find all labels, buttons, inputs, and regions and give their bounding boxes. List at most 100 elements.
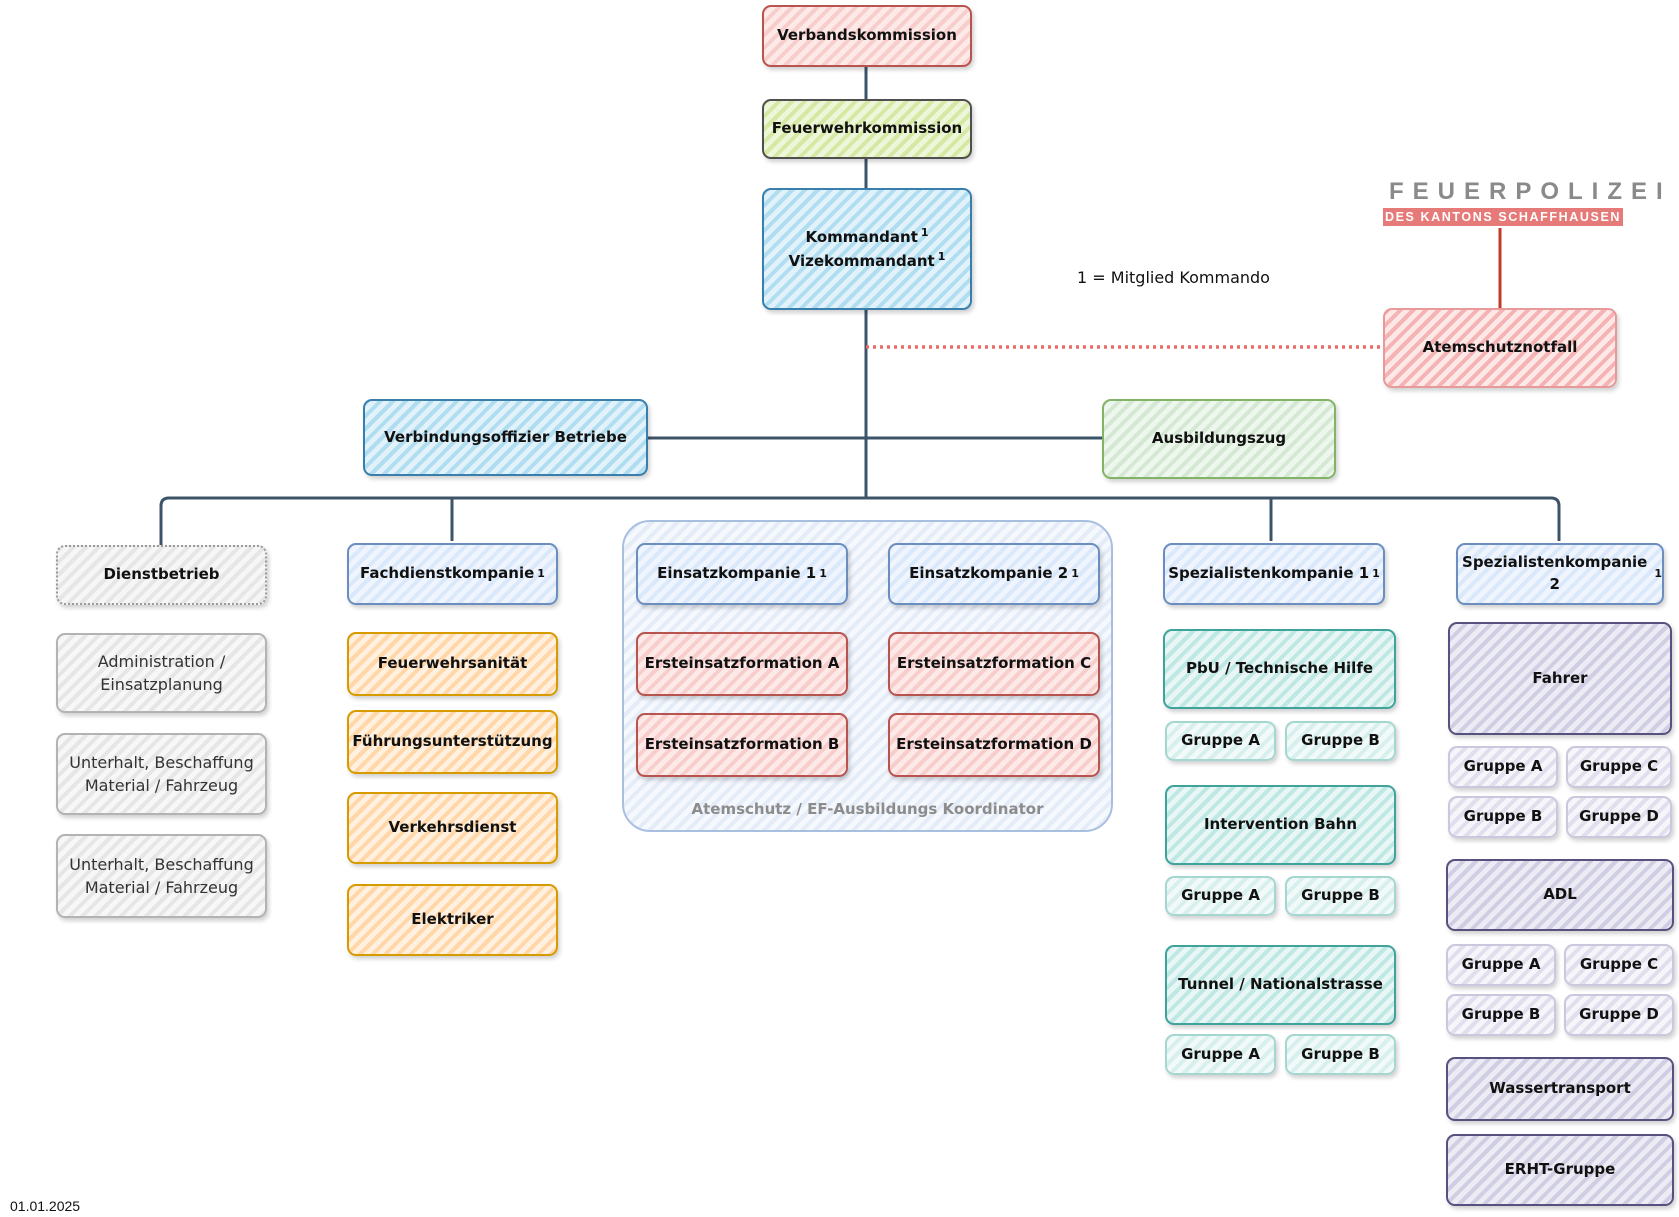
group-label: Gruppe B [1463, 807, 1543, 826]
group-label: Gruppe B [1301, 731, 1380, 750]
group-label: Gruppe A [1461, 955, 1541, 974]
spezialistenkompanie-2-box[interactable]: Spezialistenkompanie 2 1 [1456, 543, 1664, 605]
erht-gruppe-box[interactable]: ERHT-Gruppe [1446, 1134, 1674, 1206]
logo-sub-text: DES KANTONS SCHAFFHAUSEN [1383, 208, 1623, 226]
spezialistenkompanie-2-label: Spezialistenkompanie 2 [1462, 553, 1648, 593]
fachdienstkompanie-sup: 1 [537, 567, 545, 581]
formation-label: Ersteinsatzformation C [896, 654, 1092, 673]
unit-label: Führungsunterstützung [352, 732, 553, 751]
einsatzkompanie-2-label: Einsatzkompanie 2 [909, 564, 1069, 583]
logo-main-text: FEUERPOLIZEI [1389, 178, 1672, 205]
item-line2: Material / Fahrzeug [84, 878, 239, 897]
atemschutznotfall-label: Atemschutznotfall [1422, 338, 1578, 357]
spez1-unit[interactable]: Tunnel / Nationalstrasse [1165, 945, 1396, 1025]
group-box[interactable]: Gruppe A [1446, 944, 1556, 986]
adl-label: ADL [1543, 885, 1577, 904]
wassertransport-label: Wassertransport [1489, 1079, 1631, 1098]
spezialistenkompanie-2-sup: 1 [1654, 567, 1662, 581]
legend-note: 1 = Mitglied Kommando [1077, 268, 1270, 287]
group-label: Gruppe A [1181, 1044, 1260, 1063]
group-box[interactable]: Gruppe B [1448, 796, 1558, 838]
group-box[interactable]: Gruppe B [1285, 876, 1396, 916]
unit-label: Intervention Bahn [1203, 815, 1358, 834]
dienstbetrieb-item[interactable]: Unterhalt, Beschaffung Material / Fahrze… [56, 733, 267, 815]
feuerwehrkommission-box[interactable]: Feuerwehrkommission [762, 99, 972, 159]
item-line2: Einsatzplanung [100, 675, 223, 694]
kommandant-sup: 1 [920, 226, 929, 240]
item-line1: Unterhalt, Beschaffung [69, 752, 254, 772]
kommandant-label: Kommandant [805, 228, 918, 247]
fahrer-box[interactable]: Fahrer [1448, 622, 1672, 735]
fachdienstkompanie-label: Fachdienstkompanie [360, 564, 535, 583]
verbindungsoffizier-box[interactable]: Verbindungsoffizier Betriebe [363, 399, 648, 476]
unit-label: Elektriker [411, 910, 494, 929]
unit-label: Verkehrsdienst [388, 818, 517, 837]
dienstbetrieb-box[interactable]: Dienstbetrieb [56, 545, 267, 605]
verbandskommission-label: Verbandskommission [777, 26, 957, 45]
atemschutznotfall-box[interactable]: Atemschutznotfall [1383, 308, 1617, 388]
container-label: Atemschutz / EF-Ausbildungs Koordinator [691, 800, 1044, 818]
fachdienst-unit[interactable]: Verkehrsdienst [347, 792, 558, 864]
item-line2: Material / Fahrzeug [84, 776, 239, 795]
spez1-unit[interactable]: PbU / Technische Hilfe [1163, 629, 1396, 709]
ersteinsatzformation-box[interactable]: Ersteinsatzformation D [888, 713, 1100, 777]
fachdienst-unit[interactable]: Feuerwehrsanität [347, 632, 558, 696]
group-box[interactable]: Gruppe D [1566, 796, 1672, 838]
group-label: Gruppe A [1463, 757, 1543, 776]
ersteinsatzformation-box[interactable]: Ersteinsatzformation A [636, 632, 848, 696]
group-box[interactable]: Gruppe A [1448, 746, 1558, 788]
spez1-unit[interactable]: Intervention Bahn [1165, 785, 1396, 865]
group-label: Gruppe C [1579, 757, 1659, 776]
group-box[interactable]: Gruppe B [1446, 994, 1556, 1036]
fachdienst-unit[interactable]: Elektriker [347, 884, 558, 956]
group-label: Gruppe C [1579, 955, 1659, 974]
dienstbetrieb-item[interactable]: Unterhalt, Beschaffung Material / Fahrze… [56, 834, 267, 918]
einsatzkompanie-1-label: Einsatzkompanie 1 [657, 564, 817, 583]
group-label: Gruppe A [1181, 731, 1260, 750]
formation-label: Ersteinsatzformation B [644, 735, 840, 754]
spezialistenkompanie-1-sup: 1 [1372, 567, 1380, 581]
group-label: Gruppe B [1461, 1005, 1541, 1024]
group-label: Gruppe D [1579, 1005, 1659, 1024]
group-box[interactable]: Gruppe A [1165, 876, 1276, 916]
ersteinsatzformation-box[interactable]: Ersteinsatzformation C [888, 632, 1100, 696]
ausbildungszug-box[interactable]: Ausbildungszug [1102, 399, 1336, 479]
group-box[interactable]: Gruppe A [1165, 1034, 1276, 1075]
adl-box[interactable]: ADL [1446, 859, 1674, 931]
feuerwehrkommission-label: Feuerwehrkommission [771, 119, 963, 138]
ersteinsatzformation-box[interactable]: Ersteinsatzformation B [636, 713, 848, 777]
group-label: Gruppe B [1301, 886, 1380, 905]
vizekommandant-sup: 1 [937, 250, 946, 263]
item-line1: Administration / [97, 651, 226, 671]
dienstbetrieb-item[interactable]: Administration / Einsatzplanung [56, 633, 267, 713]
fachdienst-unit[interactable]: Führungsunterstützung [347, 710, 558, 774]
item-line1: Unterhalt, Beschaffung [69, 854, 254, 874]
dienstbetrieb-label: Dienstbetrieb [103, 565, 220, 584]
group-box[interactable]: Gruppe A [1165, 721, 1276, 761]
verbindungsoffizier-label: Verbindungsoffizier Betriebe [384, 427, 627, 446]
group-box[interactable]: Gruppe B [1285, 1034, 1396, 1075]
erht-gruppe-label: ERHT-Gruppe [1504, 1160, 1616, 1179]
group-box[interactable]: Gruppe D [1564, 994, 1674, 1036]
einsatzkompanie-1-sup: 1 [819, 567, 827, 581]
ausbildungszug-label: Ausbildungszug [1151, 429, 1287, 448]
feuerpolizei-logo: FEUERPOLIZEI DES KANTONS SCHAFFHAUSEN [1383, 178, 1672, 226]
unit-label: Feuerwehrsanität [377, 654, 528, 673]
unit-label: Tunnel / Nationalstrasse [1178, 975, 1383, 994]
group-box[interactable]: Gruppe C [1566, 746, 1672, 788]
formation-label: Ersteinsatzformation A [644, 654, 840, 673]
verbandskommission-box[interactable]: Verbandskommission [762, 5, 972, 67]
group-box[interactable]: Gruppe C [1564, 944, 1674, 986]
group-label: Gruppe A [1181, 886, 1260, 905]
group-box[interactable]: Gruppe B [1285, 721, 1396, 761]
wassertransport-box[interactable]: Wassertransport [1446, 1057, 1674, 1121]
fahrer-label: Fahrer [1532, 668, 1588, 687]
